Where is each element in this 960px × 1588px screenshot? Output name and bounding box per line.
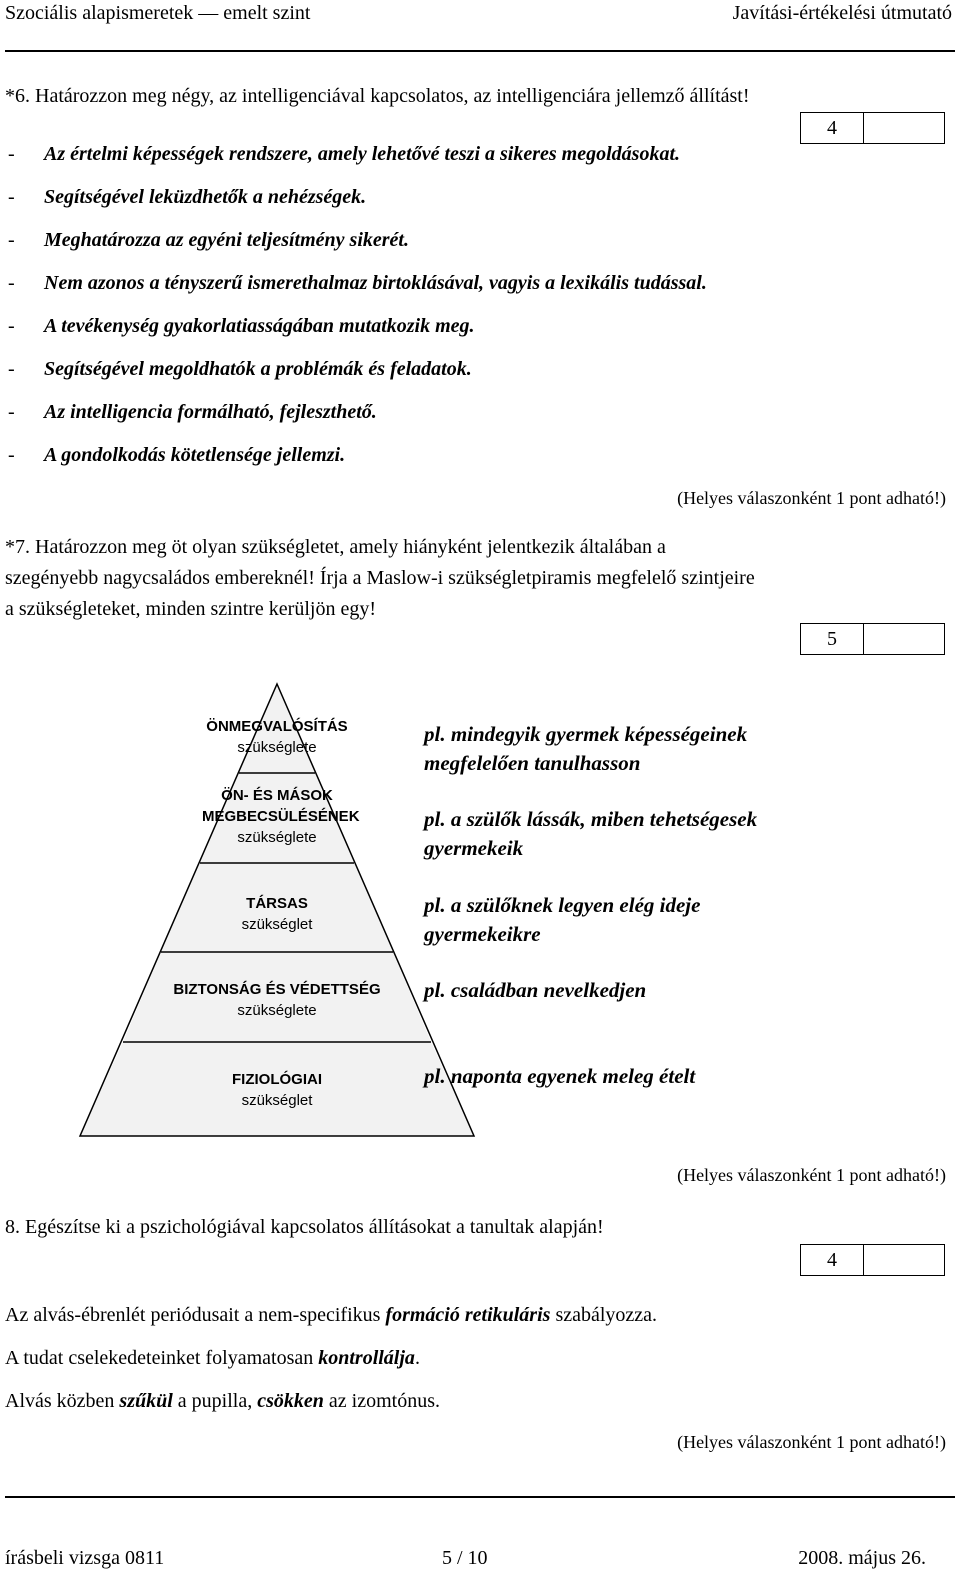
footer-rule [5,1496,955,1498]
q7-prompt-line2: szegényebb nagycsaládos embereknél! Írja… [5,567,755,589]
q6-scoring-note: (Helyes válaszonként 1 pont adható!) [677,488,946,508]
footer-left: írásbeli vizsga 0811 [5,1547,165,1569]
header-rule [5,50,955,52]
q8-prompt: 8. Egészítse ki a pszichológiával kapcso… [5,1216,604,1238]
q6-score-box: 4 [800,112,945,144]
q8-answer-1: formáció retikuláris [385,1304,551,1326]
q7-example-5: pl. naponta egyenek meleg ételt [424,1064,696,1088]
footer-date: 2008. május 26. [798,1547,926,1569]
page-number: 5 / 10 [442,1547,488,1569]
pyramid-outline [78,682,476,1137]
list-item: -Segítségével leküzdhetők a nehézségek. [8,186,367,208]
q6-prompt: *6. Határozzon meg négy, az intelligenci… [5,85,750,107]
q8-statement-3: Alvás közben szűkül a pupilla, csökken a… [5,1390,440,1412]
q6-score: 4 [801,113,864,143]
q7-example-2: pl. a szülők lássák, miben tehetségesek … [424,807,758,860]
list-item: -Nem azonos a tényszerű ismerethalmaz bi… [8,272,707,294]
q8-answer-2: kontrollálja [318,1347,415,1369]
header-right: Javítási-értékelési útmutató [732,2,952,24]
pyramid-level-5 [80,1042,474,1136]
q7-scoring-note: (Helyes válaszonként 1 pont adható!) [677,1165,946,1185]
list-item: -Segítségével megoldhatók a problémák és… [8,358,472,380]
header-left: Szociális alapismeretek — emelt szint [5,2,311,24]
q7-prompt-line1: *7. Határozzon meg öt olyan szükségletet… [5,536,666,558]
q7-prompt-line3: a szükségleteket, minden szintre kerüljö… [5,598,376,620]
q7-example-1: pl. mindegyik gyermek képességeinek megf… [424,722,748,775]
q8-score: 4 [801,1245,864,1275]
q7-example-4: pl. családban nevelkedjen [424,978,647,1002]
pyramid-level-1 [239,684,315,773]
pyramid-level-3 [161,863,393,952]
pyramid-level-4 [123,952,431,1042]
pyramid-level-2 [200,773,354,863]
q8-answer-4: csökken [257,1390,324,1412]
q7-score: 5 [801,624,864,654]
list-item: -Az értelmi képességek rendszere, amely … [8,143,681,165]
q8-answer-3: szűkül [119,1390,173,1412]
q7-score-box: 5 [800,623,945,655]
q8-statement-1: Az alvás-ébrenlét periódusait a nem-spec… [5,1304,658,1326]
list-item: -A tevékenység gyakorlatiasságában mutat… [8,315,475,337]
list-item: -A gondolkodás kötetlensége jellemzi. [8,444,346,466]
q8-score-blank [864,1245,944,1275]
q8-score-box: 4 [800,1244,945,1276]
q8-scoring-note: (Helyes válaszonként 1 pont adható!) [677,1432,946,1452]
list-item: -Az intelligencia formálható, fejleszthe… [8,401,377,423]
q8-statement-2: A tudat cselekedeteinket folyamatosan ko… [5,1347,420,1369]
list-item: -Meghatározza az egyéni teljesítmény sik… [8,229,409,251]
q7-example-3: pl. a szülőknek legyen elég ideje gyerme… [424,893,701,946]
